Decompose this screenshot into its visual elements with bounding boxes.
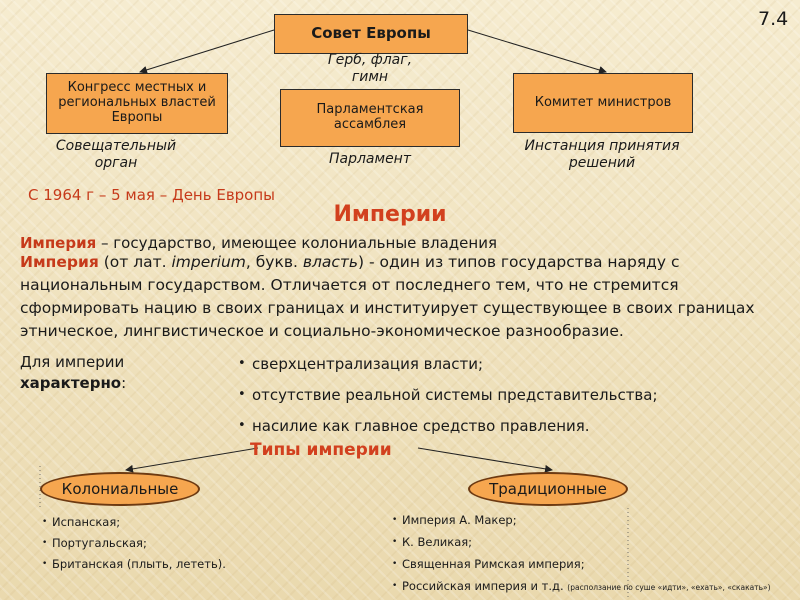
list-item: • отсутствие реальной системы представите… — [238, 381, 778, 412]
term-empire: Империя — [20, 234, 97, 252]
congress-role: Совещательный орган — [55, 138, 177, 171]
arrow-to-traditional — [417, 447, 553, 473]
characteristic-text: насилие как главное средство правления. — [252, 417, 590, 435]
characteristics-list: • сверхцентрализация власти; • отсутствие … — [238, 350, 778, 443]
section-title-empires: Империи — [333, 202, 447, 227]
colonial-item: Португальская; — [52, 536, 147, 550]
characteristics-label-b: характерно — [20, 374, 122, 392]
definition-short-text: – государство, имеющее колониальные влад… — [96, 234, 497, 252]
bullet-icon: • — [392, 515, 398, 525]
bullet-icon: • — [392, 581, 398, 591]
slide-number: 7.4 — [758, 8, 789, 30]
traditional-item: Российская империя и т.д. — [402, 579, 564, 593]
list-item: • сверхцентрализация власти; — [238, 350, 778, 381]
characteristic-text: отсутствие реальной системы представител… — [252, 386, 658, 404]
traditional-item: К. Великая; — [402, 535, 473, 549]
term-empire-long: Империя — [20, 253, 99, 271]
arrow-to-congress — [139, 29, 275, 74]
traditional-note: (расползание по суше «идти», «ехать», «с… — [567, 583, 771, 592]
assembly-box: Парламентская ассамблея — [280, 89, 460, 147]
assembly-role: Парламент — [328, 151, 411, 167]
bullet-icon: • — [238, 356, 246, 371]
types-title: Типы империи — [250, 440, 392, 460]
traditional-list: • Империя А. Макер; • К. Великая; • Священн… — [392, 509, 792, 597]
list-item: • Испанская; — [42, 512, 342, 533]
list-item: • Британская (плыть, лететь). — [42, 554, 342, 575]
colonial-item: Британская (плыть, лететь). — [52, 557, 226, 571]
list-item: • насилие как главное средство правления. — [238, 412, 778, 443]
characteristics-label: Для империи характерно: — [20, 352, 126, 394]
empire-definition-short: Империя – государство, имеющее колониаль… — [20, 235, 520, 251]
list-item: • Империя А. Макер; — [392, 509, 792, 531]
attributes-note: Герб, флаг, гимн — [327, 52, 413, 85]
colonial-list: • Испанская; • Португальская; • Британская … — [42, 512, 342, 575]
empire-definition-long: Империя (от лат. imperium, букв. власть)… — [20, 251, 784, 343]
latin-word: imperium — [171, 253, 246, 271]
colonial-oval: Колониальные — [40, 472, 200, 506]
characteristic-text: сверхцентрализация власти; — [252, 355, 484, 373]
characteristics-colon: : — [121, 374, 127, 392]
definition-part-b: , букв. — [245, 253, 303, 271]
list-item: • Священная Римская империя; — [392, 553, 792, 575]
characteristics-label-a: Для империи — [20, 353, 125, 371]
committee-box: Комитет министров — [513, 73, 693, 133]
list-item: • Российская империя и т.д. (расползание … — [392, 575, 792, 597]
bullet-icon: • — [392, 537, 398, 547]
arrow-to-committee — [467, 29, 607, 74]
list-item: • К. Великая; — [392, 531, 792, 553]
congress-box: Конгресс местных и региональных властей … — [46, 73, 228, 134]
committee-role: Инстанция принятия решений — [524, 138, 680, 171]
traditional-item: Империя А. Макер; — [402, 513, 517, 527]
colonial-item: Испанская; — [52, 515, 121, 529]
definition-part-c: ) - один из типов государства наряду с н… — [20, 253, 755, 340]
list-item: • Португальская; — [42, 533, 342, 554]
traditional-oval: Традиционные — [468, 472, 628, 506]
literal-meaning: власть — [302, 253, 359, 271]
bullet-icon: • — [238, 387, 246, 402]
bullet-icon: • — [42, 559, 48, 569]
bullet-icon: • — [238, 418, 246, 433]
traditional-item: Священная Римская империя; — [402, 557, 585, 571]
council-of-europe-box: Совет Европы — [274, 14, 468, 54]
bullet-icon: • — [42, 517, 48, 527]
bullet-icon: • — [42, 538, 48, 548]
europe-day-note: С 1964 г – 5 мая – День Европы — [28, 186, 276, 204]
bullet-icon: • — [392, 559, 398, 569]
arrow-to-colonial — [125, 447, 259, 473]
definition-part-a: (от лат. — [98, 253, 172, 271]
